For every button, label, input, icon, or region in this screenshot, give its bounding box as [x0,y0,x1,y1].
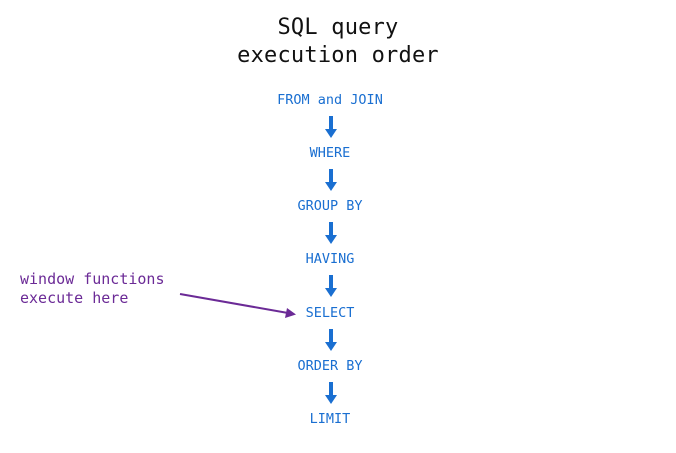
annotation-window-functions: window functions execute here [20,270,165,308]
step-from-and-join: FROM and JOIN [277,92,383,108]
down-arrow-icon [325,329,337,351]
step-group-by: GROUP BY [297,198,363,214]
down-arrow-icon [325,275,337,297]
step-having: HAVING [305,251,355,267]
step-limit: LIMIT [309,411,351,427]
diagram-title-line-1: SQL query [277,15,399,40]
down-arrow-icon [325,116,337,138]
diagram-title-line-2: execution order [237,43,439,68]
annotation-line-1: window functions [20,270,165,288]
annotation-line-2: execute here [20,289,129,307]
step-order-by: ORDER BY [297,358,363,374]
step-select: SELECT [305,305,355,321]
down-arrow-icon [325,169,337,191]
down-arrow-icon [325,222,337,244]
down-arrow-icon [325,382,337,404]
step-where: WHERE [309,145,351,161]
